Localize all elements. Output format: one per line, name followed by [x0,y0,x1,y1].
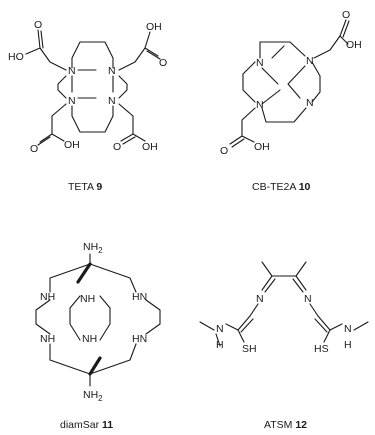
teta-structure: N N N N HO O OH O O OH O OH TETA 9 [8,19,167,193]
n-atom: N [216,323,224,335]
atsm-structure: N N N N H H SH HS ATSM 12 [199,261,369,431]
caption-diamsar: diamSar 11 [60,419,113,431]
n-atom: N [304,293,312,305]
hn-label: HN [132,291,147,303]
oh-label: OH [254,141,270,153]
n-atom: N [68,65,76,77]
sh-label: SH [242,343,257,355]
oh-label: OH [64,139,80,151]
h-label: H [216,339,224,351]
n-atom: N [108,65,116,77]
n-atom: N [344,323,352,335]
nh2-label: NH2 [83,389,103,403]
nh-label: NH [40,291,55,303]
o-label: O [113,141,121,153]
o-label: O [342,9,350,21]
nh-label: NH [82,333,97,345]
o-label: O [30,143,38,155]
n-atom: N [306,97,314,109]
cb-te2a-structure: N N N N OH O O OH CB-TE2A 10 [220,9,362,193]
diamsar-structure: NH2 NH NH HN NH NH HN NH2 diamSar 11 [35,241,161,431]
o-label: O [159,57,167,69]
oh-label: OH [146,21,162,33]
o-label: O [220,145,228,157]
n-atom: N [256,57,264,69]
h-label: H [344,339,352,351]
oh-label: OH [142,141,158,153]
n-atom: N [306,55,314,67]
hs-label: HS [314,343,329,355]
n-atom: N [256,99,264,111]
n-atom: N [108,95,116,107]
caption-atsm: ATSM 12 [264,419,307,431]
nh-label: NH [40,333,55,345]
o-label: O [34,19,42,31]
n-atom: N [68,95,76,107]
nh2-label: NH2 [83,241,103,255]
caption-cb-te2a: CB-TE2A 10 [252,181,311,193]
oh-label: HO [8,51,24,63]
oh-label: OH [346,39,362,51]
nh-label: NH [80,293,95,305]
caption-teta: TETA 9 [68,181,102,193]
hn-label: HN [132,333,147,345]
n-atom: N [256,293,264,305]
